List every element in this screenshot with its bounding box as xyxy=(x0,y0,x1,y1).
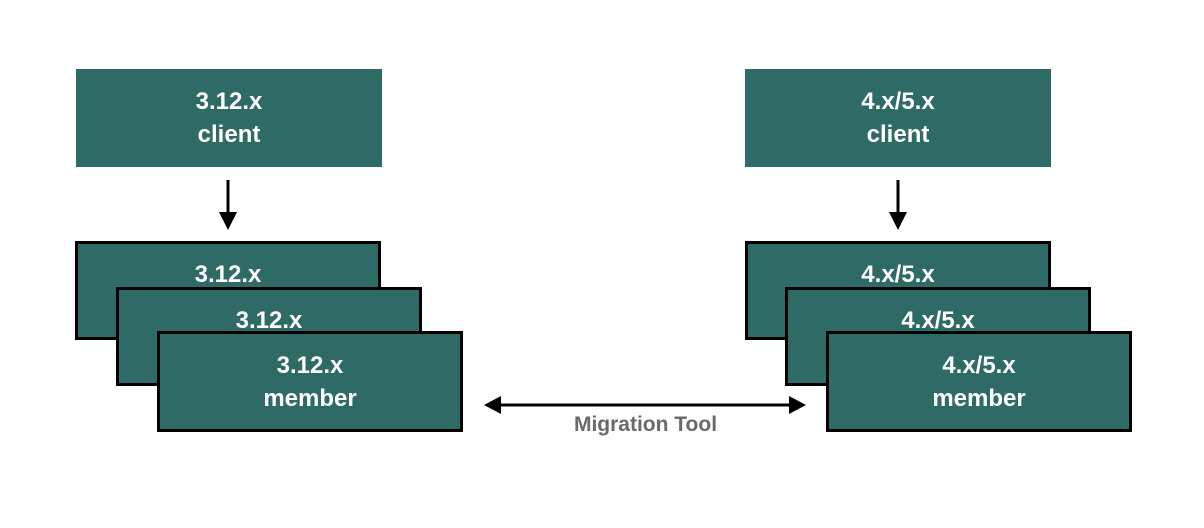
right-member-box-front: 4.x/5.x member xyxy=(826,331,1132,432)
left-member-back-version-label: 3.12.x xyxy=(194,260,262,288)
left-client-version-label: 3.12.x xyxy=(195,88,263,115)
left-client-role-label: client xyxy=(197,121,261,148)
left-member-middle-version-label: 3.12.x xyxy=(235,306,303,334)
right-member-back-version-label: 4.x/5.x xyxy=(861,260,935,288)
migration-tool-label: Migration Tool xyxy=(573,413,718,436)
right-member-front-version-label: 4.x/5.x xyxy=(942,351,1016,379)
left-member-front-version-label: 3.12.x xyxy=(276,351,344,379)
migration-double-arrow xyxy=(484,396,806,414)
right-member-front-role-label: member xyxy=(932,384,1026,412)
right-client-role-label: client xyxy=(866,121,930,148)
right-client-box: 4.x/5.x client xyxy=(745,69,1051,167)
right-down-arrow xyxy=(889,180,907,230)
left-member-front-role-label: member xyxy=(263,384,357,412)
left-client-box: 3.12.x client xyxy=(76,69,382,167)
right-member-middle-version-label: 4.x/5.x xyxy=(901,306,975,334)
right-client-version-label: 4.x/5.x xyxy=(861,88,935,115)
left-member-box-front: 3.12.x member xyxy=(157,331,463,432)
left-down-arrow xyxy=(219,180,237,230)
